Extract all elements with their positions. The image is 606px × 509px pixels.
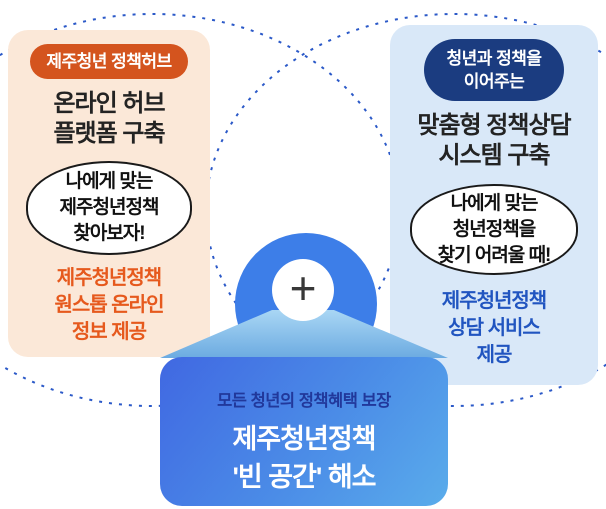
plus-icon: + bbox=[289, 262, 317, 314]
policy-consult-card: 청년과 정책을 이어주는 맞춤형 정책상담 시스템 구축 나에게 맞는 청년정책… bbox=[390, 25, 598, 385]
left-card-highlight: 제주청년정책 원스톱 온라인 정보 제공 bbox=[54, 267, 165, 343]
right-card-title: 맞춤형 정책상담 시스템 구축 bbox=[417, 112, 571, 169]
right-card-speech-bubble: 나에게 맞는 청년정책을 찾기 어려울 때! bbox=[410, 184, 578, 275]
left-card-title: 온라인 허브 플랫폼 구축 bbox=[53, 90, 165, 147]
plus-icon-circle: + bbox=[272, 259, 334, 321]
right-card-badge: 청년과 정책을 이어주는 bbox=[424, 39, 564, 101]
left-card-speech-bubble: 나에게 맞는 제주청년정책 찾아보자! bbox=[26, 161, 192, 255]
online-hub-card: 제주청년 정책허브 온라인 허브 플랫폼 구축 나에게 맞는 제주청년정책 찾아… bbox=[8, 30, 210, 357]
right-card-highlight: 제주청년정책 상담 서비스 제공 bbox=[441, 290, 547, 366]
result-title: 제주청년정책 '빈 공간' 해소 bbox=[232, 424, 376, 492]
left-card-badge: 제주청년 정책허브 bbox=[30, 44, 188, 79]
result-box: 모든 청년의 정책혜택 보장 제주청년정책 '빈 공간' 해소 bbox=[160, 357, 448, 506]
result-subtitle: 모든 청년의 정책혜택 보장 bbox=[217, 392, 391, 410]
